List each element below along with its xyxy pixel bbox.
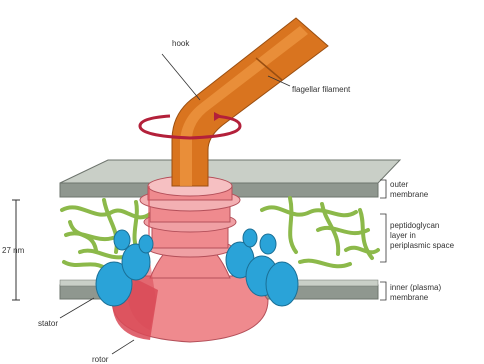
filament-label: flagellar filament [292,85,351,94]
peptidoglycan-label-3: periplasmic space [390,241,455,250]
rotor-label: rotor [92,355,109,364]
inner-membrane-label-1: inner (plasma) [390,283,441,292]
hook-label: hook [172,39,190,48]
outer-membrane-label-2: membrane [390,190,429,199]
peptidoglycan-label-1: peptidoglycan [390,221,439,230]
inner-membrane-label-2: membrane [390,293,429,302]
outer-membrane-label-1: outer [390,180,409,189]
dimension-label: 27 nm [2,246,25,255]
stator-label: stator [38,319,58,328]
peptidoglycan-label-2: layer in [390,231,416,240]
